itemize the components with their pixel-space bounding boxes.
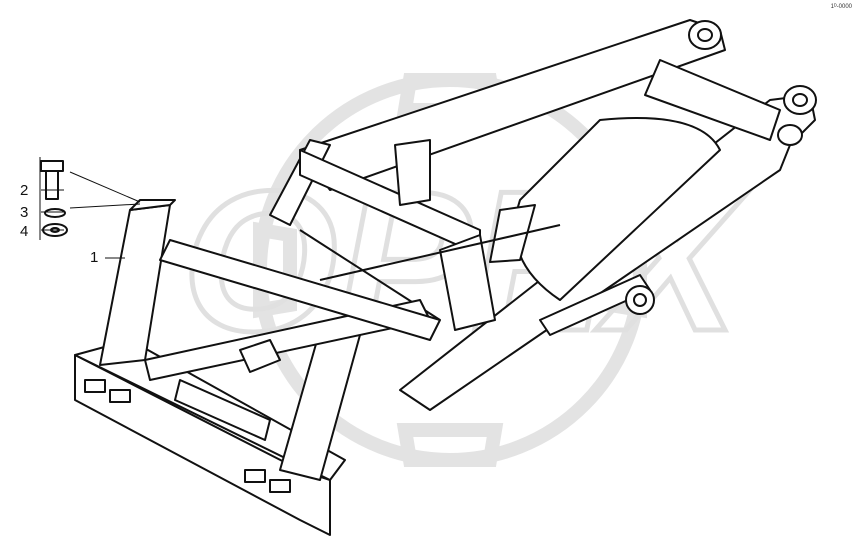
callout-4: 4 bbox=[20, 223, 29, 240]
leader-lines bbox=[39, 157, 141, 259]
callout-1: 1 bbox=[90, 249, 99, 266]
corner-code: 1ᴰ-0000 bbox=[830, 4, 852, 10]
rear-cross-plate bbox=[644, 59, 781, 141]
lock-washer-icon bbox=[44, 208, 66, 218]
frame-lines bbox=[40, 19, 817, 536]
base-block bbox=[239, 339, 281, 373]
left-upright bbox=[99, 204, 171, 366]
bottom-roller bbox=[174, 379, 271, 441]
side-mount-plate bbox=[489, 204, 536, 263]
callout-3: 3 bbox=[20, 204, 29, 221]
upper-rail bbox=[159, 239, 441, 341]
top-mount-plate bbox=[394, 139, 431, 206]
bolt-head-icon bbox=[40, 160, 64, 172]
callout-2: 2 bbox=[20, 182, 29, 199]
tower-right-post bbox=[439, 234, 496, 331]
bolt-shank-icon bbox=[45, 170, 59, 200]
